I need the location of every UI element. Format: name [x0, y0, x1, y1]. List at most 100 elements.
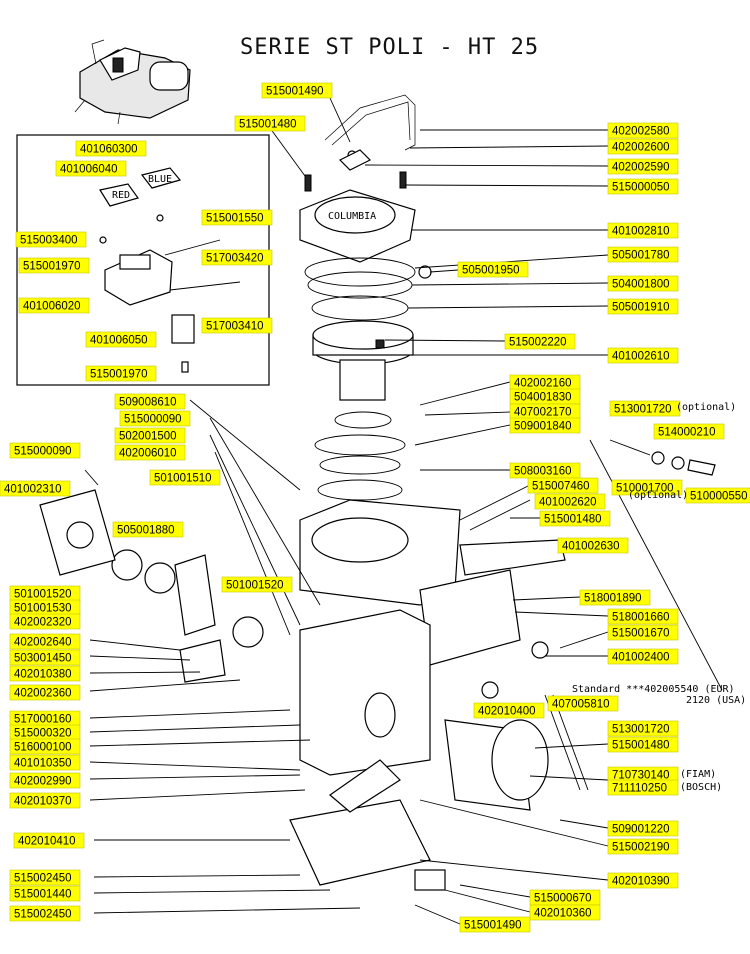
label-highlight	[607, 178, 679, 195]
part-number-text: 515000090	[124, 414, 182, 426]
part-number-text: 402002360	[14, 688, 72, 700]
part-number-label: 509001220	[607, 820, 679, 837]
label-highlight	[607, 624, 679, 641]
label-highlight	[457, 261, 529, 278]
part-number-text: 402002990	[14, 776, 72, 788]
part-number-label: 402002360	[9, 684, 81, 701]
part-number-label: 514000210	[653, 423, 725, 440]
part-number-label: 515001550	[201, 209, 273, 226]
label-highlight	[527, 477, 599, 494]
label-highlight	[112, 521, 184, 538]
part-number-label: 407002170	[509, 403, 581, 420]
part-number-label: 509008610	[114, 393, 186, 410]
part-number-label: 505001880	[112, 521, 184, 538]
part-number-text: 402010380	[14, 669, 72, 681]
part-number-text: 515001670	[612, 628, 670, 640]
label-highlight	[85, 365, 157, 382]
part-number-label: 402010370	[9, 792, 81, 809]
label-highlight	[607, 838, 679, 855]
part-number-text: 515002450	[14, 873, 72, 885]
label-highlight	[579, 589, 651, 606]
part-number-text: 401006050	[90, 335, 148, 347]
part-number-text: 401002810	[612, 226, 670, 238]
part-number-text: 504001830	[514, 392, 572, 404]
label-highlight	[607, 158, 679, 175]
part-number-text: 402010390	[612, 876, 670, 888]
part-number-text: 407005810	[552, 699, 610, 711]
label-highlight	[609, 400, 681, 417]
part-number-text: 515001490	[464, 920, 522, 932]
part-number-text: 509001840	[514, 421, 572, 433]
part-number-label: 402010360	[529, 904, 601, 921]
part-number-text: 401002610	[612, 351, 670, 363]
part-number-label: 401002400	[607, 648, 679, 665]
part-number-text: 402002640	[14, 637, 72, 649]
label-highlight	[607, 222, 679, 239]
part-number-label: 515007460	[527, 477, 599, 494]
label-highlight	[539, 510, 611, 527]
part-number-label: 515002450	[9, 869, 81, 886]
part-number-label: 401002810	[607, 222, 679, 239]
part-number-text: 501001510	[154, 473, 212, 485]
part-number-label: 402010380	[9, 665, 81, 682]
part-number-label: 402002600	[607, 138, 679, 155]
part-number-label: 402010400	[473, 702, 545, 719]
label-highlight	[9, 738, 81, 755]
part-number-text: 515001970	[90, 369, 148, 381]
standard-note: Standard ***402005540 (EUR)	[572, 684, 735, 695]
main-body	[39, 489, 589, 891]
label-highlight	[9, 442, 81, 459]
label-highlight	[529, 904, 601, 921]
label-highlight	[653, 423, 725, 440]
label-highlight	[607, 122, 679, 139]
part-number-label: 515001440	[9, 885, 81, 902]
handle-assembly	[324, 94, 416, 171]
label-highlight	[473, 702, 545, 719]
part-number-text: 509008610	[119, 397, 177, 409]
label-highlight	[607, 138, 679, 155]
label-highlight	[221, 576, 293, 593]
label-highlight	[0, 480, 71, 497]
label-highlight	[9, 684, 81, 701]
part-number-text: 510001700	[616, 483, 674, 495]
part-number-text: 401002620	[539, 497, 597, 509]
part-number-label: 515000050	[607, 178, 679, 195]
label-highlight	[85, 331, 157, 348]
part-number-text: 515000090	[14, 446, 72, 458]
part-number-label: 508003160	[509, 462, 581, 479]
label-highlight	[201, 249, 273, 266]
part-number-text: 513001720	[614, 404, 672, 416]
part-number-label: 401002620	[534, 493, 606, 510]
bosch-note: (BOSCH)	[680, 782, 722, 793]
label-highlight	[201, 209, 273, 226]
label-highlight	[9, 792, 81, 809]
tool-thumbnail	[74, 39, 191, 125]
part-number-text: 518001890	[584, 593, 642, 605]
part-number-text: 505001880	[117, 525, 175, 537]
label-highlight	[9, 885, 81, 902]
part-number-text: 515001480	[239, 119, 297, 131]
part-number-text: 401002630	[562, 541, 620, 553]
label-highlight	[18, 257, 90, 274]
part-number-label: 517003420	[201, 249, 273, 266]
part-number-label: 505001950	[457, 261, 529, 278]
usa-note: 2120 (USA)	[686, 695, 746, 706]
part-number-text: 402010370	[14, 796, 72, 808]
columbia-text: COLUMBIA	[328, 211, 376, 222]
part-number-text: 401010350	[14, 758, 72, 770]
part-number-label: 517000160	[9, 710, 81, 727]
part-number-label: 515000090	[119, 410, 191, 427]
label-highlight	[75, 140, 147, 157]
part-number-text: 515001970	[23, 261, 81, 273]
part-number-text: 402010400	[478, 706, 536, 718]
label-highlight	[201, 317, 273, 334]
part-number-label: 513001720	[609, 400, 681, 417]
part-number-label: 513001720	[607, 720, 679, 737]
part-number-label: 402002580	[607, 122, 679, 139]
label-highlight	[607, 872, 679, 889]
part-number-label: 401006040	[55, 160, 127, 177]
part-number-label: 503001450	[9, 649, 81, 666]
part-number-text: 501001520	[226, 580, 284, 592]
part-number-label: 515001480	[607, 736, 679, 753]
